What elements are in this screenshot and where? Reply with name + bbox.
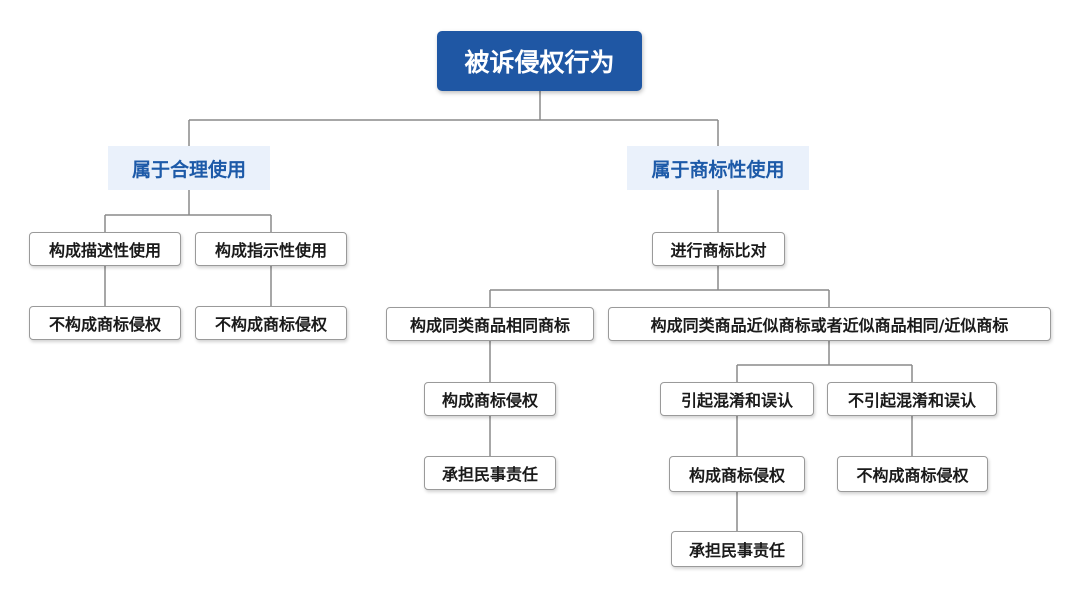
descriptive-no-infringement-node: 不构成商标侵权 xyxy=(29,306,181,340)
no-confusion-no-infringement-node: 不构成商标侵权 xyxy=(837,456,988,492)
no-confusion-node: 不引起混淆和误认 xyxy=(827,382,997,416)
root-node: 被诉侵权行为 xyxy=(437,31,642,91)
nominative-use-node: 构成指示性使用 xyxy=(195,232,347,266)
identical-infringement-node: 构成商标侵权 xyxy=(424,382,556,416)
identical-mark-node: 构成同类商品相同商标 xyxy=(386,307,594,341)
similar-mark-node: 构成同类商品近似商标或者近似商品相同/近似商标 xyxy=(608,307,1051,341)
nominative-no-infringement-node: 不构成商标侵权 xyxy=(195,306,347,340)
connector-compare xyxy=(489,266,830,307)
fair-use-node: 属于合理使用 xyxy=(108,146,270,190)
confusion-infringement-node: 构成商标侵权 xyxy=(669,456,805,492)
trademark-comparison-node: 进行商标比对 xyxy=(652,232,785,266)
confusion-node: 引起混淆和误认 xyxy=(660,382,814,416)
identical-liability-node: 承担民事责任 xyxy=(424,456,556,490)
connector-left-results xyxy=(104,266,272,306)
descriptive-use-node: 构成描述性使用 xyxy=(29,232,181,266)
confusion-liability-node: 承担民事责任 xyxy=(671,531,803,567)
connector-root xyxy=(188,91,719,148)
trademark-use-node: 属于商标性使用 xyxy=(627,146,809,190)
connector-left-branch xyxy=(104,190,272,232)
connector-similar xyxy=(736,341,913,382)
